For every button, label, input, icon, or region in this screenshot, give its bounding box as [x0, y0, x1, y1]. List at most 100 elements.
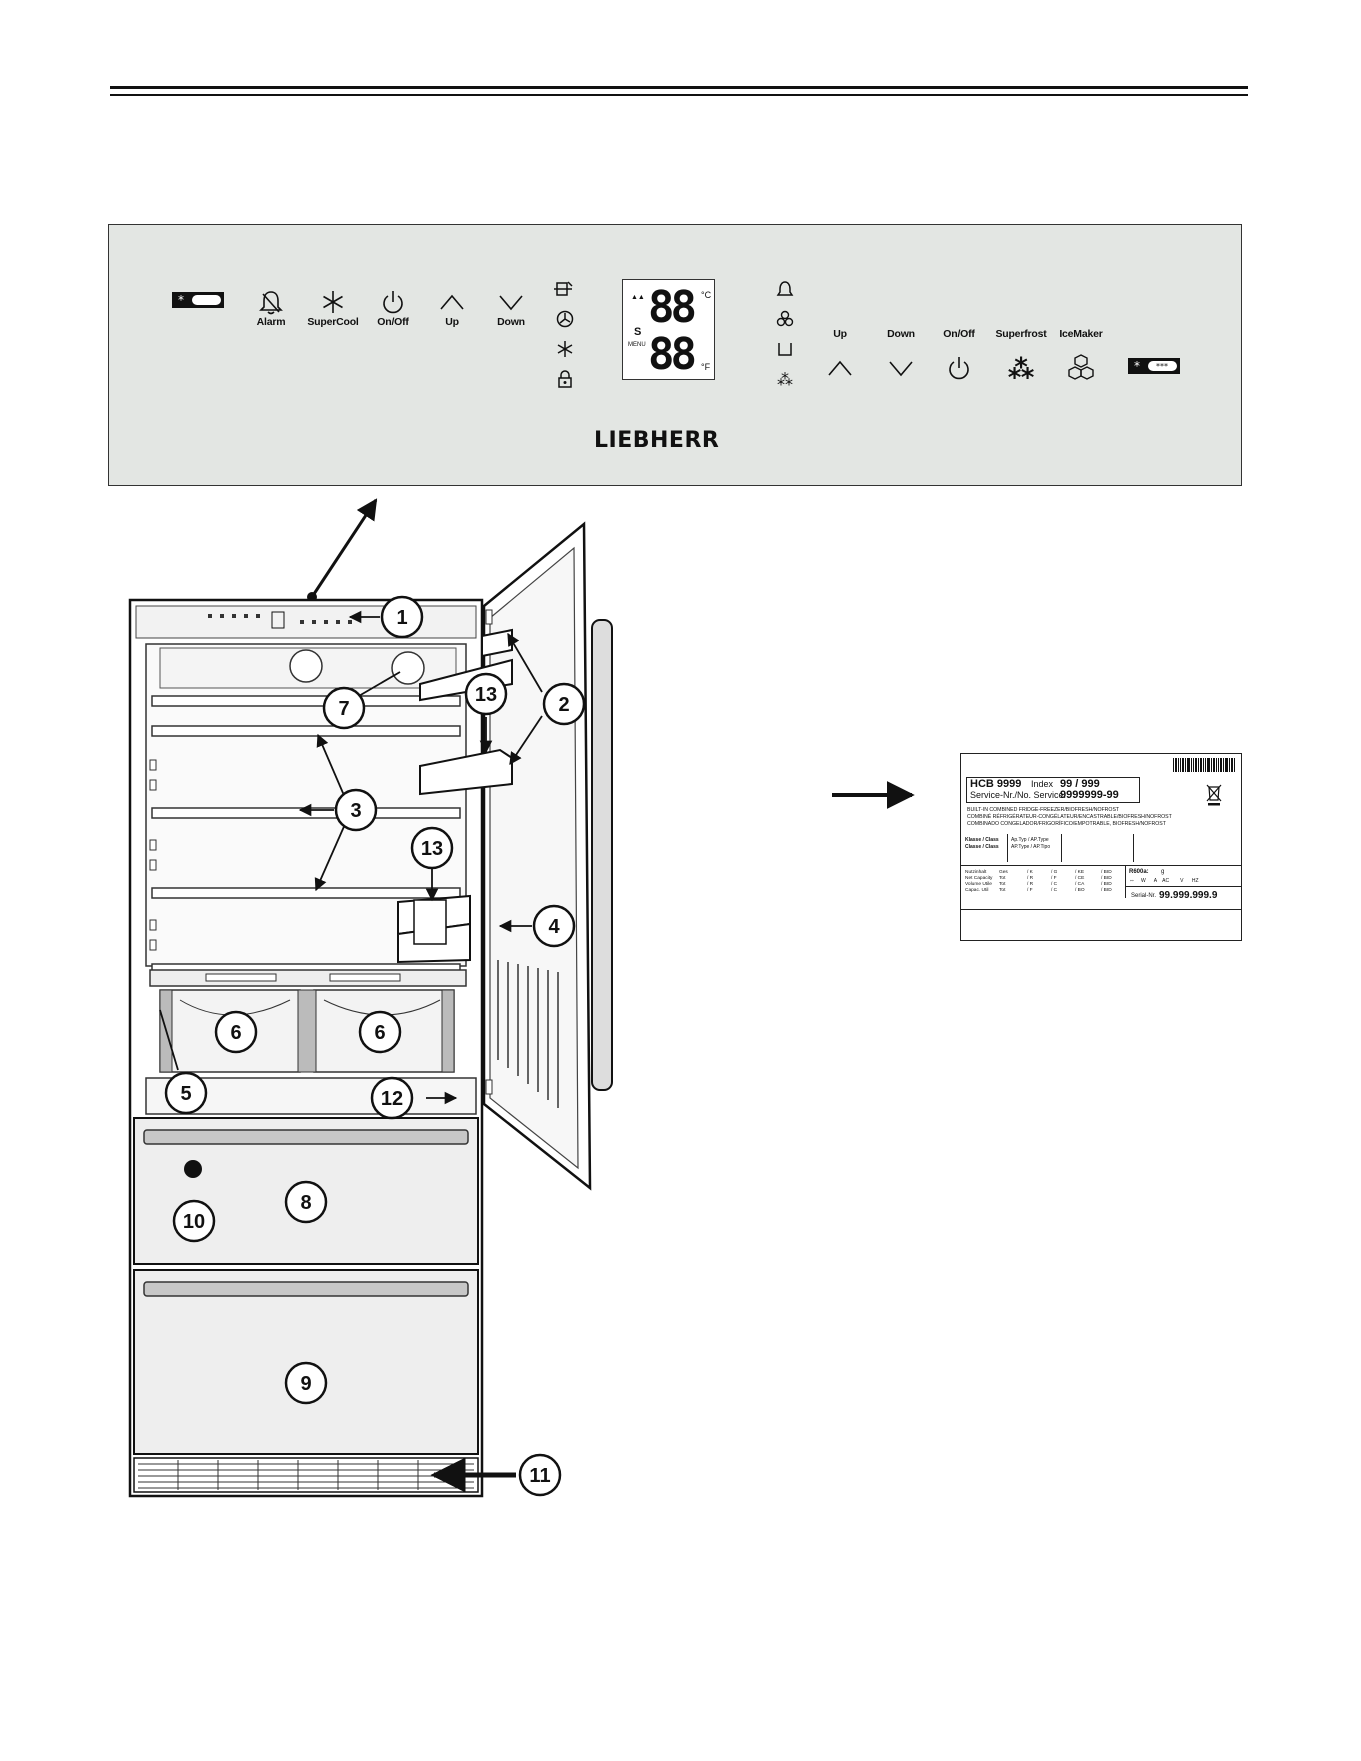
up-button-left[interactable]: Up — [430, 288, 474, 328]
door-hinges — [485, 609, 493, 1095]
fan-icon — [556, 310, 574, 328]
plate-divider — [961, 865, 1241, 866]
capacity-col2: / R — [1027, 882, 1034, 887]
light — [391, 651, 425, 685]
shelf-clips — [149, 759, 157, 951]
display-alarm-indicator: ▲▲ — [631, 294, 645, 301]
crisper-rail-right — [441, 989, 455, 1073]
capacity-total: Tot — [999, 882, 1006, 887]
capacity-col2: / R — [1027, 876, 1034, 881]
plate-bottom-divider — [961, 909, 1241, 910]
capacity-col2: / F — [1027, 888, 1033, 893]
temperature-display: ▲▲ 88 °C S MENU 88 °F — [622, 279, 715, 380]
service-label: Service-Nr./No. Service: — [970, 790, 1067, 800]
bell-icon — [776, 281, 794, 296]
capacity-col4: / CE — [1075, 876, 1085, 881]
crisper-rail-mid — [297, 989, 317, 1073]
alarm-button[interactable]: Alarm — [249, 288, 293, 328]
svg-text:⁂: ⁂ — [777, 370, 793, 388]
capacity-col4: / CA — [1075, 882, 1085, 887]
down-button-left[interactable]: Down — [489, 288, 533, 328]
callout-10: 10 — [183, 1211, 205, 1233]
callout-11: 11 — [529, 1465, 550, 1487]
index-value: 99 / 999 — [1060, 778, 1100, 790]
fridge-key-indicator-icon: * — [172, 292, 224, 308]
down-label-left: Down — [497, 316, 525, 328]
capacity-col5: / BID — [1101, 870, 1112, 875]
display-menu-label: MENU — [628, 342, 646, 348]
up-label-right: Up — [833, 328, 847, 340]
supercool-button[interactable]: SuperCool — [303, 288, 363, 328]
svg-text:***: *** — [1156, 362, 1168, 371]
class-divider-1 — [1007, 834, 1008, 862]
supercool-label: SuperCool — [307, 316, 359, 328]
svg-text:*: * — [178, 293, 184, 307]
description-fr: COMBINÉ RÉFRIGÉRATEUR-CONGÉLATEUR/ENCAST… — [967, 814, 1172, 820]
superfrost-label: Superfrost — [995, 328, 1047, 340]
crisper-cover — [149, 969, 467, 987]
display-top-digits: 88 — [648, 282, 697, 333]
alarm-bell-crossed-icon — [259, 291, 283, 315]
up-button-right[interactable]: Up — [818, 328, 862, 382]
freezer-drawer-lower-handle — [143, 1281, 469, 1297]
on-off-label-left: On/Off — [377, 316, 409, 328]
model-box — [966, 777, 1140, 803]
barcode — [1173, 758, 1235, 772]
icemaker-button[interactable]: IceMaker — [1052, 328, 1110, 382]
display-bottom-digits: 88 — [648, 329, 697, 380]
superfrost-small-icon: ⁂ — [777, 370, 793, 388]
down-button-right[interactable]: Down — [879, 328, 923, 382]
callout-2: 2 — [558, 694, 569, 716]
class-label-1: Klasse / Class — [965, 837, 999, 843]
strip-display — [271, 611, 285, 629]
capacity-col5: / BID — [1101, 876, 1112, 881]
superfrost-icon: ⁂ — [1008, 355, 1035, 382]
snowflake-small-icon — [557, 341, 573, 357]
electrical-units: W A AC V HZ — [1141, 878, 1199, 884]
superfrost-button[interactable]: Superfrost ⁂ — [990, 328, 1052, 382]
display-unit-c: °C — [701, 290, 712, 300]
on-off-button-left[interactable]: On/Off — [371, 288, 415, 328]
display-unit-f: °F — [701, 362, 711, 372]
class-divider-3 — [1133, 834, 1134, 862]
freezer-key-indicator-icon: * *** — [1128, 358, 1180, 374]
callout-8: 8 — [300, 1192, 311, 1214]
ventilation-grille — [133, 1457, 479, 1493]
icemaker-label: IceMaker — [1059, 328, 1103, 340]
capacity-row-label: Volume Utile — [965, 882, 992, 887]
on-off-button-right[interactable]: On/Off — [937, 328, 981, 382]
ap-type-label-1: Ap.Typ / AP.Type — [1011, 837, 1049, 843]
serial-value: 99.999.999.9 — [1159, 890, 1218, 901]
ice-cubes-icon — [1068, 354, 1094, 380]
callout-9: 9 — [300, 1373, 311, 1395]
capacity-col4: / BO — [1075, 888, 1085, 893]
ice-cubes-small-icon — [776, 310, 794, 327]
serial-divider — [1125, 886, 1241, 887]
rating-plate: HCB 9999 Index 99 / 999 Service-Nr./No. … — [960, 753, 1242, 941]
capacity-row-label: Nutzinhalt — [965, 870, 987, 875]
callout-12: 12 — [381, 1088, 403, 1110]
capacity-total: Tot — [999, 876, 1006, 881]
ventilator — [289, 649, 323, 683]
chevron-down-icon — [889, 361, 913, 377]
down-label-right: Down — [887, 328, 915, 340]
power-icon — [949, 357, 969, 380]
capacity-divider — [1125, 866, 1126, 898]
callout-6-left: 6 — [230, 1022, 241, 1044]
callout-5: 5 — [180, 1083, 191, 1105]
bottle-holder — [413, 899, 447, 945]
capacity-total: Ges — [999, 870, 1008, 875]
refrigerant-unit: g — [1161, 869, 1165, 875]
display-s-label: S — [634, 326, 642, 338]
capacity-row-label: Capac. Util — [965, 888, 989, 893]
panel-pointer-arrow — [310, 498, 378, 598]
freezer-drawer-upper-handle — [143, 1129, 469, 1145]
ice-bin-icon — [778, 343, 792, 356]
capacity-col3: / C — [1051, 882, 1058, 887]
class-label-2: Classe / Class — [965, 844, 999, 850]
capacity-col4: / KE — [1075, 870, 1085, 875]
snowflake-icon — [323, 291, 343, 313]
chevron-up-icon — [440, 294, 464, 310]
up-label-left: Up — [445, 316, 459, 328]
brand-logo: LIEBHERR — [594, 428, 720, 453]
